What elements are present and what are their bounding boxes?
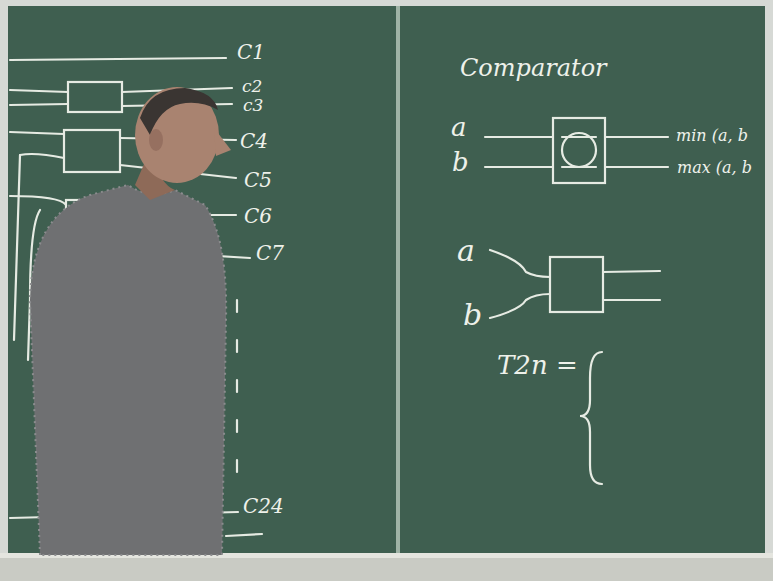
chalk-label: C24 — [243, 496, 284, 516]
chalk-label: C7 — [256, 243, 284, 263]
chalk-label: max (a, b — [677, 160, 752, 176]
chalk-label: a — [451, 114, 467, 140]
chalk-label: a — [457, 236, 475, 266]
chalk-label: C6 — [244, 206, 272, 226]
board-heading: Comparator — [460, 56, 607, 80]
chalk-label: C4 — [240, 131, 268, 151]
chalk-label: b — [452, 149, 469, 175]
chalk-label: b — [463, 300, 482, 330]
lecturer-figure — [30, 87, 231, 555]
chalk-label: C5 — [244, 170, 272, 190]
chalk-label: c3 — [243, 97, 263, 114]
chalk-label: C1 — [237, 42, 265, 62]
chalk-label: T2n = — [497, 352, 578, 378]
chalk-label: min (a, b — [676, 128, 748, 144]
chalk-label: c2 — [242, 78, 262, 95]
